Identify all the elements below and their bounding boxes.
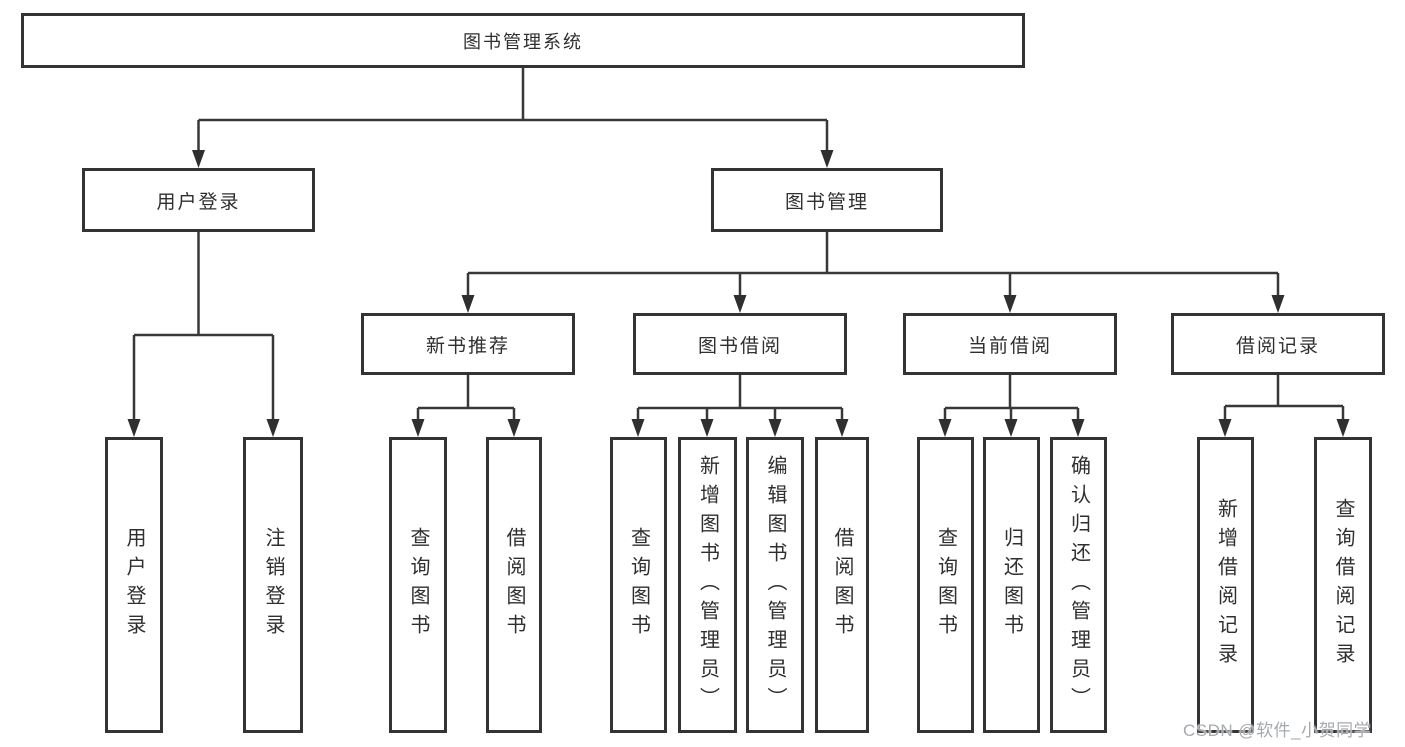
node-new-book-recommend: 新书推荐 xyxy=(361,313,575,375)
arrow-icon xyxy=(1271,295,1285,313)
connector-recommend-to-leaves xyxy=(416,375,516,421)
leaf-user-login: 用户登录 xyxy=(105,437,163,733)
csdn-watermark: CSDN @软件_小贺同学 xyxy=(1183,721,1372,740)
arrow-icon xyxy=(733,295,747,313)
arrow-icon xyxy=(127,419,141,437)
arrow-icon xyxy=(1003,295,1017,313)
leaf-logout: 注销登录 xyxy=(243,437,303,733)
arrow-icon xyxy=(461,295,475,313)
connector-current-to-leaves xyxy=(943,375,1080,421)
node-library-management-system: 图书管理系统 xyxy=(21,13,1025,68)
arrow-icon xyxy=(938,419,952,437)
arrow-icon xyxy=(820,150,834,168)
leaf-add-borrow-record: 新增借阅记录 xyxy=(1197,437,1254,733)
leaf-edit-books-admin: 编辑图书（管理员） xyxy=(746,437,804,733)
arrow-icon xyxy=(411,419,425,437)
arrow-icon xyxy=(768,419,782,437)
connector-borrow-to-leaves xyxy=(636,375,844,421)
leaf-add-books-admin: 新增图书（管理员） xyxy=(678,437,737,733)
node-borrow-record: 借阅记录 xyxy=(1171,313,1385,375)
leaf-recommend-query-books: 查询图书 xyxy=(389,437,447,733)
arrow-icon xyxy=(835,419,849,437)
arrow-icon xyxy=(1218,419,1232,437)
leaf-recommend-borrow-books: 借阅图书 xyxy=(486,437,542,733)
arrow-icon xyxy=(700,419,714,437)
leaf-current-query-books: 查询图书 xyxy=(917,437,974,733)
leaf-confirm-return-admin: 确认归还（管理员） xyxy=(1050,437,1107,733)
arrowheads xyxy=(127,150,1350,437)
arrow-icon xyxy=(1004,419,1018,437)
arrow-icon xyxy=(192,150,205,168)
arrow-icon xyxy=(507,419,521,437)
node-current-borrow: 当前借阅 xyxy=(903,313,1117,375)
connector-login-to-leaves xyxy=(132,232,275,421)
arrow-icon xyxy=(266,419,280,437)
connector-record-to-leaves xyxy=(1223,375,1345,421)
leaf-query-borrow-record: 查询借阅记录 xyxy=(1314,437,1372,733)
arrow-icon xyxy=(1336,419,1350,437)
node-user-login-branch: 用户登录 xyxy=(82,168,315,232)
leaf-borrow-books: 借阅图书 xyxy=(815,437,869,733)
arrow-icon xyxy=(1071,419,1085,437)
node-book-management-branch: 图书管理 xyxy=(711,168,943,232)
connector-root-to-level2 xyxy=(197,68,829,152)
arrow-icon xyxy=(631,419,645,437)
leaf-return-books: 归还图书 xyxy=(983,437,1040,733)
node-book-borrow: 图书借阅 xyxy=(633,313,847,375)
connector-management-to-level3 xyxy=(466,232,1280,297)
leaf-borrow-query-books: 查询图书 xyxy=(610,437,667,733)
